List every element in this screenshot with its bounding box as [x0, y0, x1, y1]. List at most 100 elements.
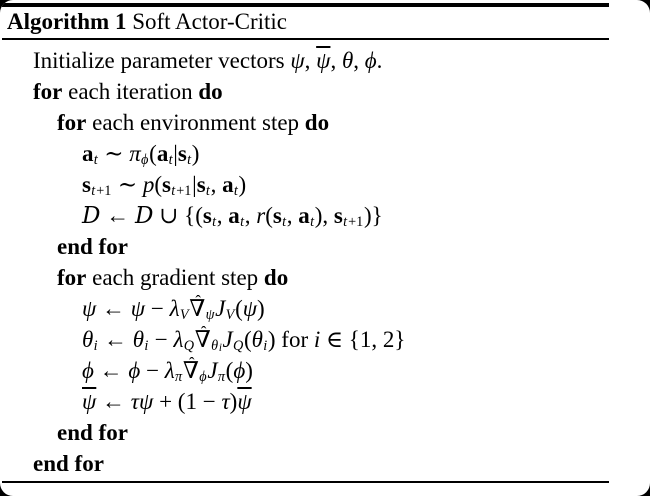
text-segment: Initialize parameter vectors	[33, 48, 291, 73]
text-segment: for	[57, 110, 87, 135]
text-segment: ϕ	[364, 48, 377, 73]
text-segment: p	[142, 172, 155, 197]
text-segment: ,	[210, 172, 223, 197]
text-segment: ←	[93, 358, 129, 383]
text-segment: s	[162, 172, 171, 197]
text-segment: .	[376, 48, 383, 73]
text-segment: ←	[100, 203, 135, 228]
hat-accent: ˆ	[200, 323, 207, 343]
text-segment: s	[177, 141, 187, 166]
text-segment: ψ	[290, 48, 305, 73]
text-segment: )	[229, 389, 238, 414]
algorithm-line-6: D ← D ∪ {(st, at, r(st, at), st+1)}	[0, 200, 650, 231]
text-segment: Q	[232, 337, 244, 354]
text-segment: ,	[286, 203, 299, 228]
text-segment: V	[179, 306, 189, 323]
text-segment: θ	[132, 327, 145, 352]
nabla-symbol: ∇	[189, 296, 206, 321]
text-segment: ϕ	[199, 368, 207, 385]
text-segment: r	[256, 203, 266, 228]
text-segment: each environment step	[86, 110, 305, 135]
text-segment: t	[93, 151, 98, 168]
text-segment: |	[173, 141, 178, 166]
algorithm-title: Algorithm 1 Soft Actor-Critic	[7, 7, 287, 36]
text-segment: ∇ˆ	[183, 354, 199, 386]
text-segment: a	[222, 172, 234, 197]
text-segment: end for	[57, 420, 128, 445]
text-segment: ψ	[205, 306, 215, 323]
text-segment: −	[149, 327, 174, 352]
text-segment: ,	[330, 48, 342, 73]
text-segment: Q	[183, 337, 195, 354]
algorithm-line-14: end for	[0, 448, 650, 479]
text-segment: do	[263, 265, 289, 290]
algorithm-line-8: for each gradient step do	[0, 262, 650, 293]
top-rule	[2, 3, 609, 7]
text-segment: (	[235, 296, 243, 321]
text-segment: i	[313, 327, 321, 352]
text-segment: π	[175, 368, 183, 385]
algorithm-body: Initialize parameter vectors ψ, ψ, θ, ϕ.…	[0, 45, 650, 479]
text-segment: + (1 −	[153, 389, 222, 414]
algorithm-line-7: end for	[0, 231, 650, 262]
text-segment: t	[205, 182, 210, 199]
text-segment: s	[196, 172, 206, 197]
text-segment: end for	[33, 451, 104, 476]
text-segment: ψ	[82, 389, 97, 414]
text-segment: ∇ˆ	[194, 323, 211, 355]
text-segment: s	[272, 203, 282, 228]
nabla-symbol: ∇	[194, 327, 211, 352]
text-segment: ϕ	[141, 151, 149, 168]
text-segment: ∼	[98, 141, 130, 166]
text-segment: s	[333, 203, 343, 228]
text-segment: ←	[98, 327, 133, 352]
text-segment: end for	[57, 234, 128, 259]
text-segment: )}	[363, 203, 383, 228]
text-segment: i	[218, 341, 222, 354]
hat-accent: ˆ	[188, 354, 195, 374]
text-segment: +1	[176, 182, 192, 199]
text-segment: for	[275, 327, 314, 352]
text-segment: t	[240, 213, 245, 230]
text-segment: λ	[169, 296, 180, 321]
text-segment: a	[298, 203, 310, 228]
text-segment: −	[140, 358, 165, 383]
text-segment: )	[238, 172, 247, 197]
text-segment: θ	[211, 337, 219, 354]
text-segment: ψ	[130, 296, 146, 321]
text-segment: (	[243, 327, 252, 352]
text-segment: ∼	[112, 172, 143, 197]
algorithm-line-3: for each environment step do	[0, 107, 650, 138]
text-segment: for	[57, 265, 87, 290]
text-segment: τ	[130, 389, 140, 414]
algorithm-line-13: end for	[0, 417, 650, 448]
text-segment: ←	[96, 389, 131, 414]
text-segment: t	[168, 151, 173, 168]
text-segment: t	[91, 182, 96, 199]
algorithm-line-5: st+1 ∼ p(st+1|st, at)	[0, 169, 650, 200]
text-segment: i	[93, 337, 98, 354]
text-segment: J	[222, 327, 233, 352]
text-segment: −	[145, 296, 170, 321]
algorithm-line-12: ψ ← τψ + (1 − τ)ψ	[0, 386, 650, 417]
text-segment: t	[212, 213, 217, 230]
text-segment: τ	[221, 389, 230, 414]
text-segment: J	[207, 358, 218, 383]
text-segment: t	[310, 213, 315, 230]
text-segment: ,	[353, 48, 365, 73]
algorithm-number-label: Algorithm 1	[7, 9, 127, 34]
text-segment: ,	[304, 48, 317, 73]
text-segment: +1	[348, 213, 364, 230]
text-segment: π	[217, 368, 225, 385]
text-segment: ∇ˆ	[189, 292, 206, 324]
text-segment: (	[225, 358, 234, 383]
algorithm-line-2: for each iteration do	[0, 76, 650, 107]
text-segment: )	[191, 141, 200, 166]
text-segment: +1	[96, 182, 112, 199]
text-segment: (	[265, 203, 273, 228]
text-segment: ϕ	[233, 358, 246, 383]
text-segment: ψ	[237, 389, 252, 414]
